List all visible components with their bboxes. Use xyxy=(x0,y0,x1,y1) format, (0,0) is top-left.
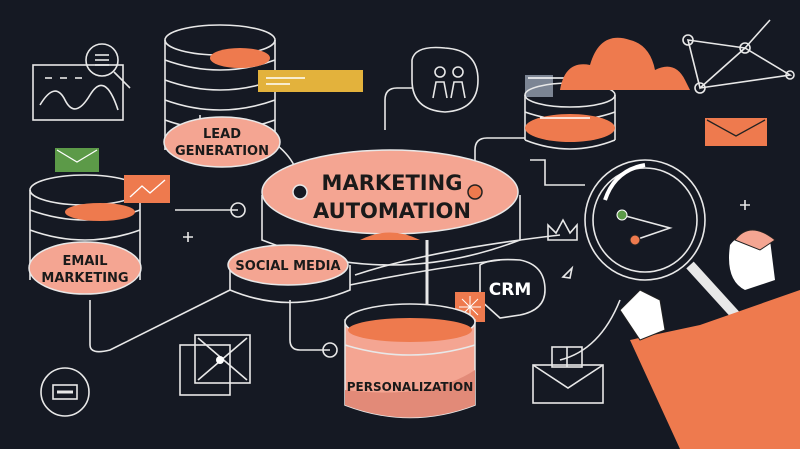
people-icon xyxy=(411,46,479,113)
network-icon xyxy=(682,19,795,94)
badge-icon xyxy=(40,367,90,417)
arrow-icon xyxy=(561,265,574,279)
connector-node xyxy=(467,184,483,200)
email-marketing-stack: EMAIL MARKETING xyxy=(28,148,246,295)
lead-generation-stack: LEAD GENERATION xyxy=(163,24,363,168)
connector-node xyxy=(292,184,308,200)
envelope-icon xyxy=(705,118,767,146)
crown-icon xyxy=(547,218,578,241)
social-media-node: SOCIAL MEDIA xyxy=(227,244,351,358)
personalization-label: PERSONALIZATION xyxy=(347,380,473,394)
lead-generation-label-2: GENERATION xyxy=(175,144,269,159)
cloud-icon xyxy=(560,37,690,90)
marketing-automation-label-2: AUTOMATION xyxy=(313,199,471,223)
personalization-cylinder: PERSONALIZATION xyxy=(344,303,476,419)
marketing-automation-hub: MARKETING AUTOMATION xyxy=(261,149,521,266)
magnifier-icon xyxy=(584,159,744,324)
email-marketing-label-2: MARKETING xyxy=(41,271,128,286)
analytics-chart-icon xyxy=(32,43,131,121)
photo-icon xyxy=(179,334,251,396)
ballot-box-icon xyxy=(532,346,604,404)
lead-generation-label-1: LEAD xyxy=(203,127,241,142)
person-figure xyxy=(619,229,800,449)
crm-node: CRM xyxy=(455,258,546,322)
social-media-label: SOCIAL MEDIA xyxy=(235,259,340,274)
sparkle-icon xyxy=(183,200,750,242)
email-marketing-label-1: EMAIL xyxy=(63,254,108,269)
marketing-automation-label-1: MARKETING xyxy=(322,171,463,195)
crm-label: CRM xyxy=(489,280,531,300)
